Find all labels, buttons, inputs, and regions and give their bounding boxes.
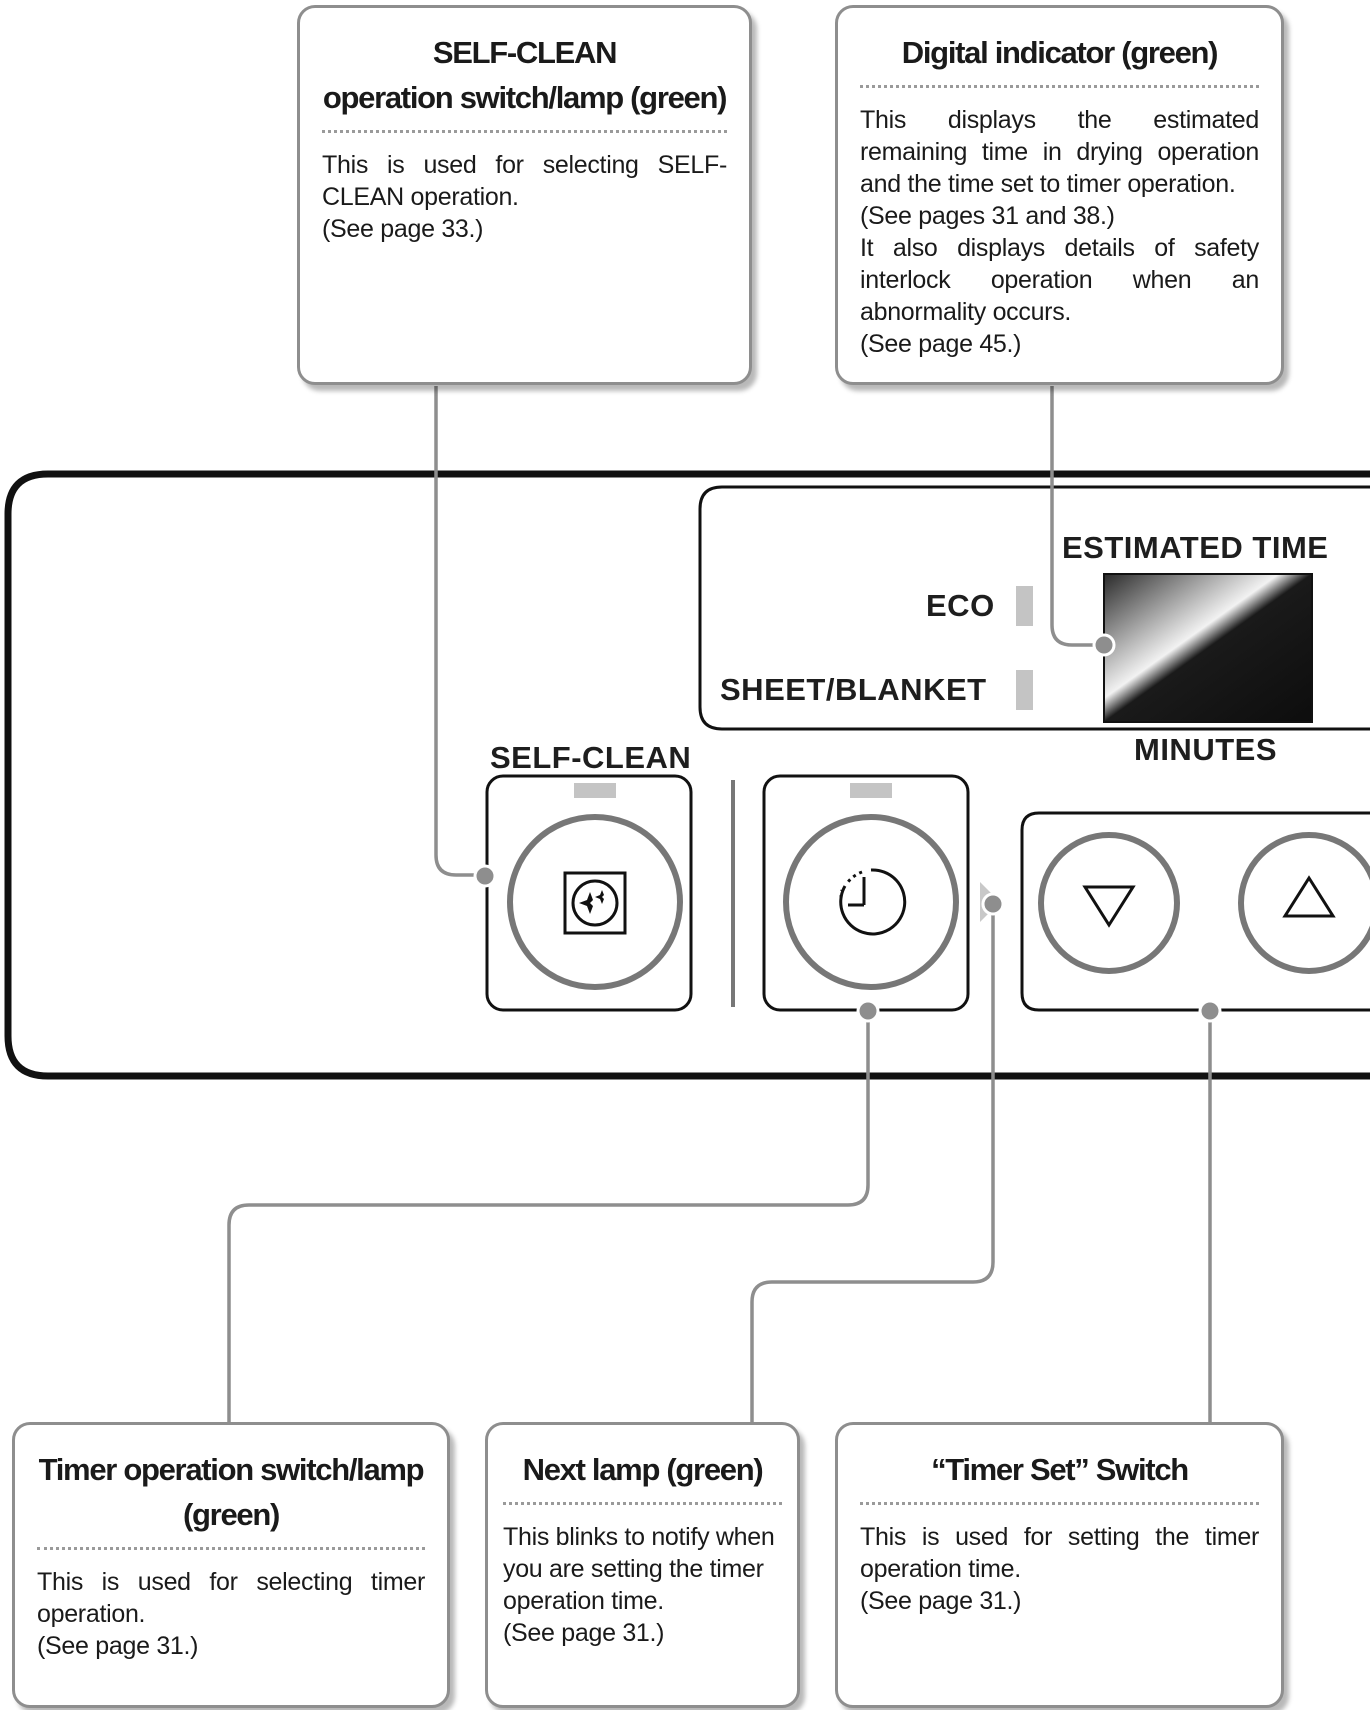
self-clean-label: SELF-CLEAN xyxy=(490,740,692,775)
timer-up-button xyxy=(1238,832,1370,974)
callout-title: Next lamp (green) xyxy=(503,1447,782,1505)
callout-body: This is used for selecting timer operati… xyxy=(37,1568,425,1660)
callout-body: This blinks to notify when you are setti… xyxy=(503,1523,775,1647)
sheet-blanket-lamp xyxy=(1016,670,1033,710)
display-section-outline xyxy=(698,485,1370,731)
leader-line-digital xyxy=(1050,386,1103,647)
leader-dot-timer xyxy=(856,999,880,1023)
callout-title: Digital indicator (green) xyxy=(860,30,1259,88)
leader-dot-next xyxy=(981,892,1005,916)
callout-body: This displays the estimated remaining ti… xyxy=(860,106,1259,358)
timer-button xyxy=(783,814,959,990)
callout-timer-set: “Timer Set” Switch This is used for sett… xyxy=(835,1422,1284,1708)
control-panel-outline xyxy=(4,470,1370,1080)
timer-down-button xyxy=(1038,832,1180,974)
leader-dot-timer-set xyxy=(1198,999,1222,1023)
callout-title: Timer operation switch/lamp (green) xyxy=(37,1447,425,1550)
timer-set-frame xyxy=(1020,811,1370,1012)
callout-self-clean: SELF-CLEAN operation switch/lamp (green)… xyxy=(297,5,752,385)
minutes-label: MINUTES xyxy=(1134,732,1277,767)
callout-title: SELF-CLEAN operation switch/lamp (green) xyxy=(322,30,727,133)
down-arrow-icon xyxy=(1082,885,1136,928)
leader-dot-digital xyxy=(1092,633,1116,657)
callout-timer-operation: Timer operation switch/lamp (green) This… xyxy=(12,1422,450,1708)
self-clean-lamp xyxy=(574,783,616,798)
timer-clock-icon xyxy=(839,868,907,936)
leader-dot-self-clean xyxy=(473,864,497,888)
leader-line-timer-op xyxy=(227,1011,870,1422)
timer-lamp xyxy=(850,783,892,798)
self-clean-icon xyxy=(563,871,627,935)
leader-line-next-lamp xyxy=(750,904,995,1422)
leader-line-self-clean xyxy=(434,386,484,877)
eco-lamp xyxy=(1016,586,1033,626)
eco-label: ECO xyxy=(926,588,995,623)
callout-digital-indicator: Digital indicator (green) This displays … xyxy=(835,5,1284,385)
sheet-blanket-label: SHEET/BLANKET xyxy=(720,672,987,707)
self-clean-button xyxy=(507,814,683,990)
callout-title: “Timer Set” Switch xyxy=(860,1447,1259,1505)
estimated-time-label: ESTIMATED TIME xyxy=(1062,530,1329,565)
callout-body: This is used for setting the timer opera… xyxy=(860,1523,1259,1615)
callout-next-lamp: Next lamp (green) This blinks to notify … xyxy=(485,1422,800,1708)
digital-display xyxy=(1103,573,1313,723)
up-arrow-icon xyxy=(1282,875,1336,918)
callout-body: This is used for selecting SELF-CLEAN op… xyxy=(322,151,727,243)
